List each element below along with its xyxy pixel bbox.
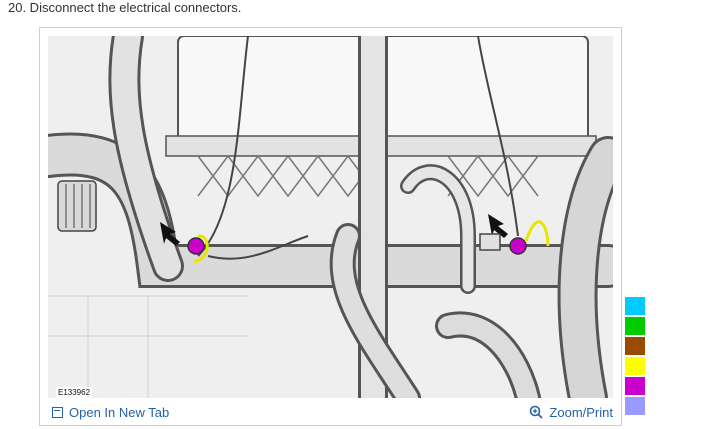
connector-illustration[interactable]: E133962	[48, 36, 613, 398]
open-in-new-tab-icon	[52, 406, 63, 418]
figure-footer: Open In New Tab Zoom/Print	[40, 399, 621, 425]
swatch-lavender	[624, 396, 646, 416]
swatch-green	[624, 316, 646, 336]
open-in-new-tab-label: Open In New Tab	[69, 404, 170, 420]
swatch-magenta	[624, 376, 646, 396]
magnifier-plus-icon	[530, 405, 544, 419]
zoom-print-link[interactable]: Zoom/Print	[529, 405, 613, 420]
figure-card: E133962 Open In New Tab Zoom/Print	[39, 27, 622, 426]
swatch-brown	[624, 336, 646, 356]
figure-id-label: E133962	[56, 387, 93, 398]
swatch-yellow	[624, 356, 646, 376]
step-instruction: 20. Disconnect the electrical connectors…	[8, 0, 242, 15]
zoom-print-label: Zoom/Print	[549, 404, 613, 420]
swatch-cyan	[624, 296, 646, 316]
open-in-new-tab-link[interactable]: Open In New Tab	[52, 405, 169, 420]
color-swatch-column	[624, 296, 646, 416]
